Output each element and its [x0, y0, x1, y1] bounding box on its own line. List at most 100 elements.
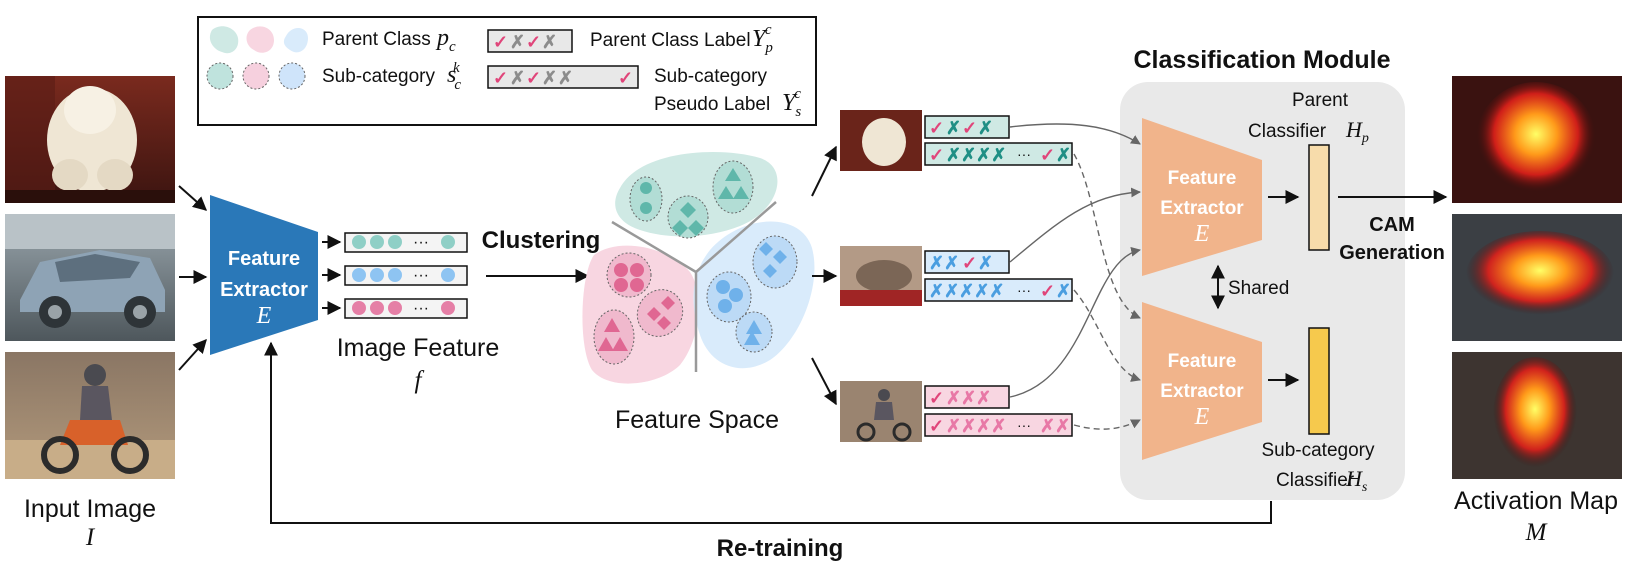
feature-space-label: Feature Space	[615, 406, 779, 434]
svg-text:✓: ✓	[962, 253, 977, 273]
label-bar-sub-blue: ✗✗✗✗✗ ··· ✓ ✗	[924, 278, 1073, 302]
sample-image-dog	[840, 110, 922, 171]
label-bar-sub-teal: ✓ ✗✗✗✗ ··· ✓ ✗	[924, 142, 1073, 166]
svg-text:✗: ✗	[510, 68, 525, 88]
image-feature-label: Image Feature	[337, 334, 500, 362]
sample-image-cat	[840, 246, 922, 306]
activation-map-symbol: M	[1525, 519, 1548, 546]
svg-text:✓: ✓	[493, 32, 508, 52]
svg-text:✓: ✓	[618, 68, 633, 88]
feature-vector-blue: ···	[344, 265, 468, 286]
legend-parent-label-bar: ✓ ✗ ✓ ✗	[487, 29, 573, 53]
label-bar-sub-pink: ✓ ✗✗✗✗ ··· ✗✗	[924, 413, 1073, 437]
svg-text:✓: ✓	[962, 118, 977, 138]
subcategory-blue-icon	[278, 62, 306, 90]
legend-pseudo-label-symbol: Ysc	[782, 86, 801, 120]
activation-map-dog	[1452, 76, 1622, 203]
arrow-space-to-bike	[811, 357, 837, 406]
svg-text:✓: ✓	[929, 388, 944, 408]
svg-text:✗: ✗	[1056, 281, 1071, 301]
legend-subcategory-label: Sub-category	[322, 66, 436, 87]
shared-label: Shared	[1228, 278, 1289, 299]
svg-text:✗: ✗	[946, 118, 961, 138]
legend-parent-class-symbol: pc	[435, 25, 456, 55]
connector-sub-pink	[1073, 419, 1141, 430]
svg-text:···: ···	[1017, 282, 1031, 298]
arrow-dog-to-extractor	[178, 185, 208, 211]
parent-classifier-line2: Classifier	[1248, 121, 1327, 142]
svg-text:✗✗✗✗✗: ✗✗✗✗✗	[929, 281, 1004, 301]
arrow-space-to-dog	[811, 145, 837, 197]
input-image-car	[5, 214, 175, 341]
svg-text:✗✗: ✗✗	[1040, 416, 1070, 436]
sample-image-bike	[840, 381, 922, 442]
svg-text:···: ···	[1017, 417, 1031, 433]
svg-text:Feature: Feature	[1168, 168, 1237, 189]
retraining-label: Re-training	[717, 535, 844, 562]
activation-map-car	[1452, 214, 1622, 341]
parent-class-pink-icon	[246, 26, 274, 53]
legend-pseudo-label-line2: Pseudo Label	[654, 94, 770, 115]
sub-classifier-bar	[1308, 327, 1330, 435]
legend-box: Parent Class pc Sub-category sck ✓ ✗ ✓ ✗…	[197, 16, 817, 126]
svg-text:✓: ✓	[526, 32, 541, 52]
connector-parent-teal	[1009, 123, 1141, 145]
feature-space	[582, 151, 815, 384]
feature-extractor-symbol: E	[256, 303, 272, 329]
cam-label-line2: Generation	[1339, 242, 1445, 264]
legend-pseudo-label-bar: ✓ ✗ ✓ ✗ ✗ ✓	[487, 65, 639, 89]
svg-text:✓: ✓	[1040, 281, 1055, 301]
svg-text:···: ···	[413, 234, 429, 251]
feature-vector-pink: ···	[344, 298, 468, 319]
legend-parent-class-label-text: Parent Class Label	[590, 30, 751, 51]
input-image-motorbike	[5, 352, 175, 479]
svg-text:E: E	[1194, 221, 1210, 247]
legend-pseudo-label-line1: Sub-category	[654, 66, 768, 87]
label-bar-parent-blue: ✗✗ ✓ ✗	[924, 250, 1010, 274]
clustering-label: Clustering	[482, 227, 601, 254]
svg-text:✓: ✓	[1040, 145, 1055, 165]
connector-parent-pink	[1009, 246, 1141, 398]
svg-text:···: ···	[413, 300, 429, 317]
connector-sub-teal	[1073, 153, 1141, 319]
input-image-dog	[5, 76, 175, 203]
svg-text:✓: ✓	[929, 416, 944, 436]
legend-parent-class-label: Parent Class	[322, 29, 431, 50]
feature-extractor-sub: Feature Extractor E	[1142, 302, 1262, 460]
svg-text:✓: ✓	[493, 68, 508, 88]
input-image-symbol: I	[85, 524, 96, 551]
subcategory-teal-icon	[206, 62, 234, 90]
svg-text:✗: ✗	[542, 68, 557, 88]
svg-text:✗✗✗✗: ✗✗✗✗	[946, 145, 1006, 165]
svg-text:✓: ✓	[526, 68, 541, 88]
image-feature-symbol: f	[415, 367, 425, 394]
svg-text:✗: ✗	[542, 32, 557, 52]
feature-extractor-line2: Extractor	[220, 279, 308, 301]
parent-classifier-bar	[1308, 144, 1330, 251]
svg-text:···: ···	[413, 267, 429, 284]
svg-text:E: E	[1194, 404, 1210, 430]
connector-sub-blue	[1073, 289, 1141, 382]
feature-extractor-parent: Feature Extractor E	[1142, 118, 1262, 276]
svg-text:✓: ✓	[929, 118, 944, 138]
svg-text:✗: ✗	[558, 68, 573, 88]
svg-text:✗✗: ✗✗	[929, 253, 959, 273]
sub-classifier-line1: Sub-category	[1261, 440, 1375, 461]
feature-vector-teal: ···	[344, 232, 468, 253]
subcategory-pink-icon	[242, 62, 270, 90]
sub-classifier-line2: Classifier	[1276, 470, 1355, 491]
classification-module-title: Classification Module	[1134, 46, 1391, 74]
retraining-arrow	[264, 341, 1272, 524]
sub-classifier-symbol: Hs	[1345, 466, 1368, 495]
arrow-bike-to-extractor	[178, 338, 207, 371]
feature-extractor-main: Feature Extractor E	[210, 195, 318, 355]
svg-text:✗: ✗	[1056, 145, 1071, 165]
connector-parent-blue	[1009, 187, 1141, 263]
svg-text:✓: ✓	[929, 145, 944, 165]
legend-subcategory-symbol: sck	[447, 60, 461, 93]
input-image-label: Input Image	[24, 495, 156, 523]
label-bar-parent-teal: ✓ ✗ ✓ ✗	[924, 115, 1010, 139]
svg-text:✗✗✗✗: ✗✗✗✗	[946, 416, 1006, 436]
cam-label-line1: CAM	[1369, 214, 1415, 236]
legend-parent-label-symbol: Ypc	[752, 22, 773, 56]
